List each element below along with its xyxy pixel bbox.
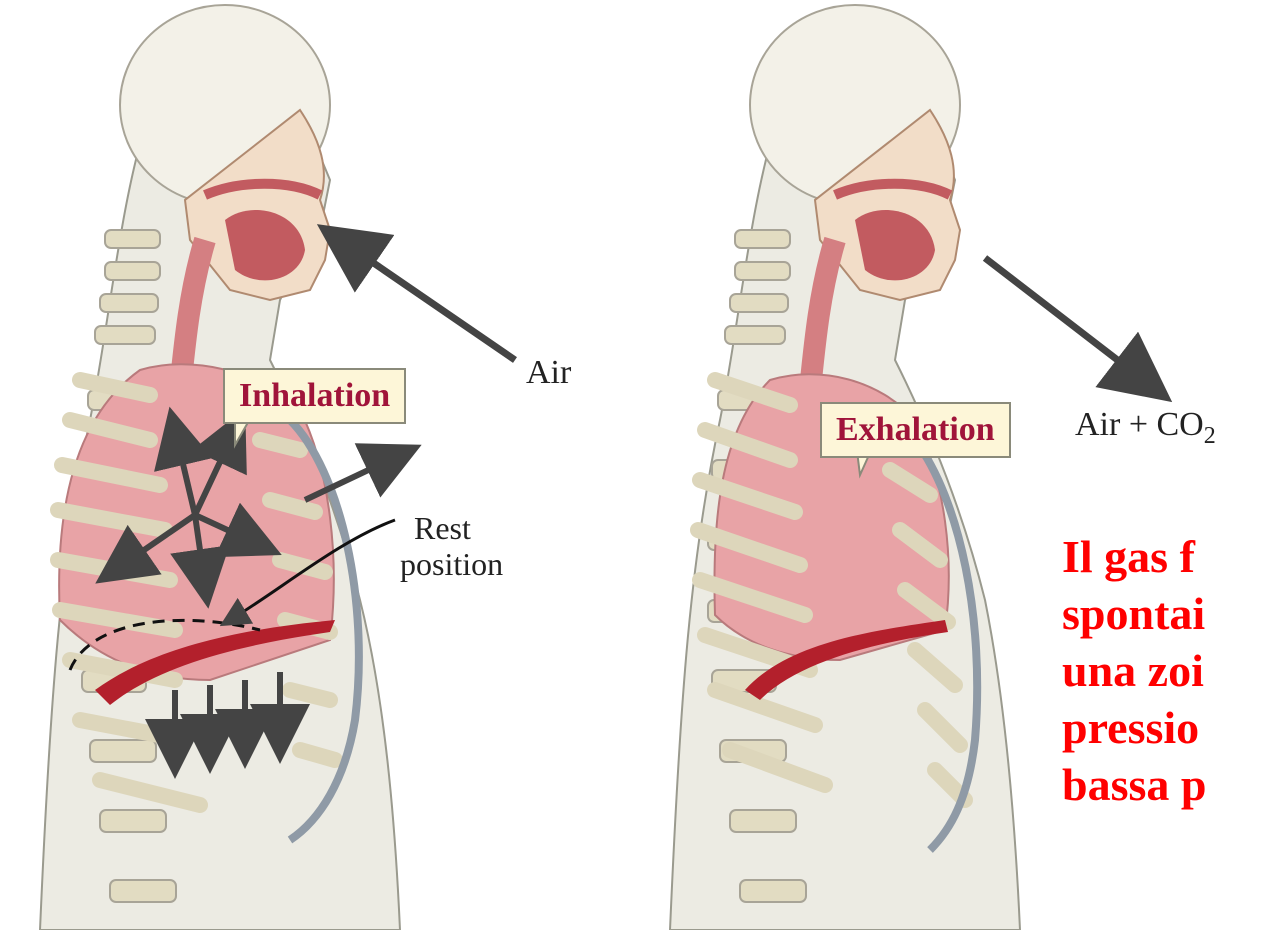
air-inflow-arrow — [340, 240, 515, 360]
air-co2-prefix: Air + CO — [1075, 406, 1204, 443]
co2-subscript: 2 — [1204, 423, 1216, 449]
note-line: pressio — [1062, 699, 1206, 756]
note-line: spontai — [1062, 585, 1206, 642]
note-line: Il gas f — [1062, 528, 1206, 585]
rest-label-line2: position — [400, 546, 503, 582]
exhalation-callout: Exhalation — [820, 402, 1011, 458]
rest-label-line1: Rest — [400, 510, 503, 546]
note-line: bassa p — [1062, 756, 1206, 813]
air-label: Air — [526, 354, 571, 392]
air-outflow-arrow — [985, 258, 1150, 385]
rest-position-label: Rest position — [400, 510, 503, 582]
air-co2-label: Air + CO2 — [1075, 406, 1216, 450]
explanatory-note: Il gas f spontai una zoi pressio bassa p — [1062, 528, 1206, 813]
inhalation-callout: Inhalation — [223, 368, 406, 424]
inhalation-figure — [40, 5, 515, 930]
note-line: una zoi — [1062, 642, 1206, 699]
